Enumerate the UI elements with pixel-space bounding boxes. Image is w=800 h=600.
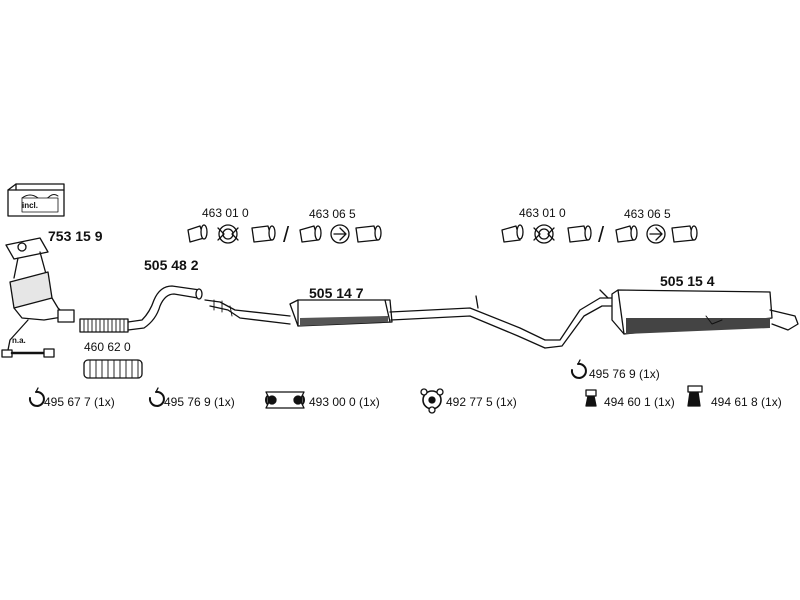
- rubber-mount-icon: [420, 388, 444, 414]
- part-number-middle-silencer: 505 14 7: [309, 285, 364, 301]
- fitting-rubber-mount: 492 77 5 (1x): [446, 395, 517, 409]
- clamp-icon: [148, 387, 165, 407]
- flex-pipe-drawing: [79, 318, 129, 333]
- part-number-front-pipe: 505 48 2: [144, 257, 199, 273]
- part-number-joint-left-b: 463 06 5: [309, 207, 356, 221]
- part-number-joint-left-a: 463 01 0: [202, 206, 249, 220]
- front-pipe-drawing: [127, 285, 203, 331]
- joint-separator-left: /: [283, 222, 290, 247]
- joint-separator-right: /: [598, 222, 605, 247]
- joint-set-left-icons: [187, 224, 382, 244]
- lambda-sensor-drawing: [1, 319, 55, 358]
- hanger-icon: [585, 389, 597, 407]
- fitting-hanger-1: 494 60 1 (1x): [604, 395, 675, 409]
- part-number-joint-right-b: 463 06 5: [624, 207, 671, 221]
- sensor-note: n.a.: [12, 336, 26, 345]
- part-number-joint-right-a: 463 01 0: [519, 206, 566, 220]
- clamp-icon: [28, 387, 45, 407]
- flex-sleeve-drawing: [83, 359, 143, 379]
- part-number-rear-silencer: 505 15 4: [660, 273, 715, 289]
- catalyst-drawing: [5, 237, 75, 323]
- rear-silencer-drawing: [544, 289, 799, 349]
- fitting-mount-ring: 493 00 0 (1x): [309, 395, 380, 409]
- kit-label: incl.: [22, 201, 39, 210]
- fitting-hanger-2: 494 61 8 (1x): [711, 395, 782, 409]
- hanger-icon: [687, 385, 703, 407]
- fitting-clamp-3: 495 76 9 (1x): [589, 367, 660, 381]
- joint-set-right-icons: [501, 224, 698, 244]
- clamp-icon: [570, 359, 587, 379]
- mount-ring-icon: [265, 391, 305, 409]
- fitting-clamp-1: 495 67 7 (1x): [44, 395, 115, 409]
- kit-box-icon: [7, 183, 65, 217]
- fitting-clamp-2: 495 76 9 (1x): [164, 395, 235, 409]
- part-number-flex-sleeve: 460 62 0: [84, 340, 131, 354]
- middle-silencer-drawing: [204, 295, 546, 349]
- part-number-catalyst: 753 15 9: [48, 228, 103, 244]
